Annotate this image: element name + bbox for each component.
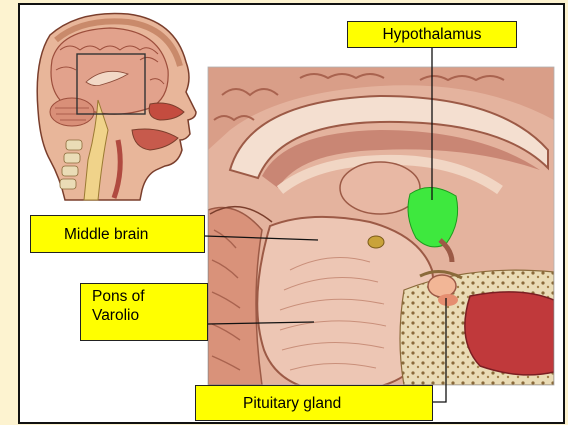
label-middle-brain: Middle brain xyxy=(30,215,205,253)
label-hypothalamus: Hypothalamus xyxy=(347,21,517,48)
head-cross-section xyxy=(37,13,196,200)
label-pituitary-gland: Pituitary gland xyxy=(195,385,433,421)
enlarged-brain-section xyxy=(208,67,554,392)
label-pons-of-varolio: Pons of Varolio xyxy=(80,283,208,341)
